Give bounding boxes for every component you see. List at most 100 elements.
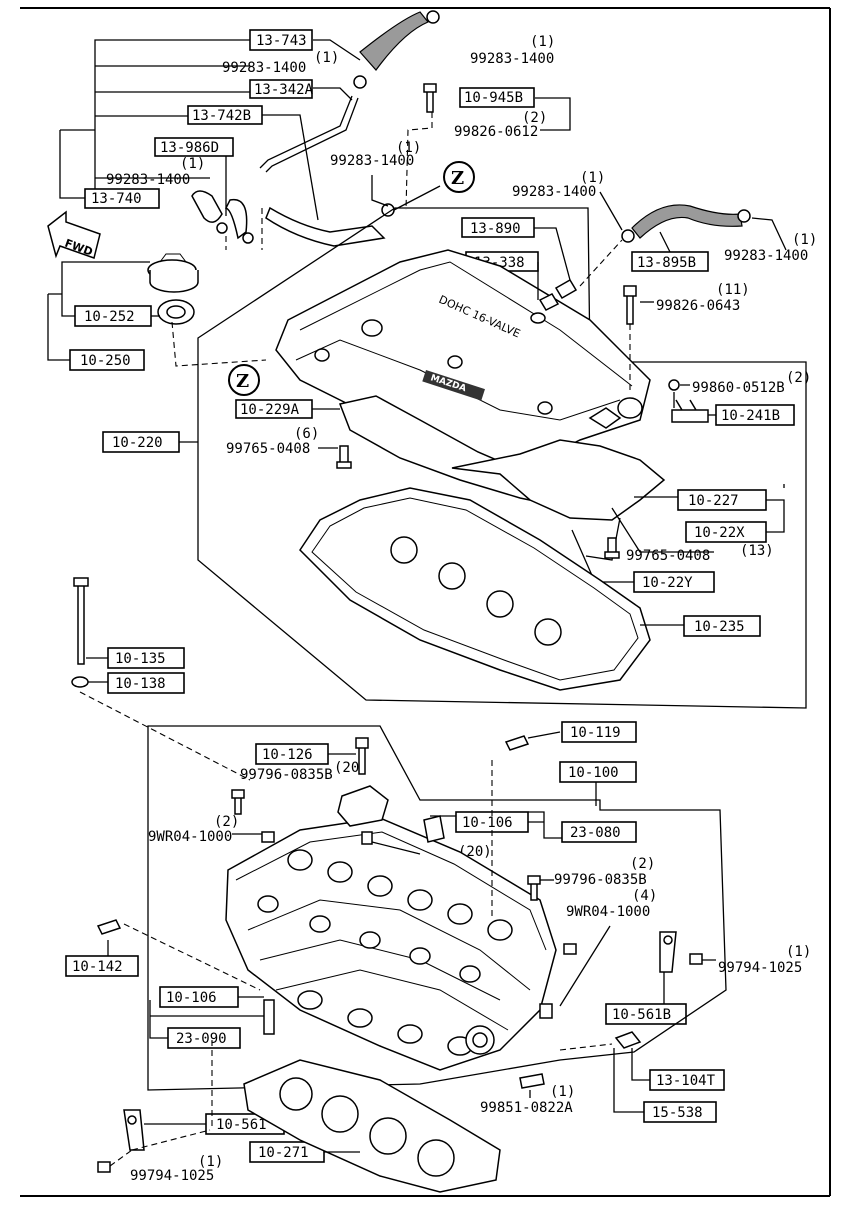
head-bolt-10-135 — [73, 577, 89, 665]
clamp-icon — [621, 229, 635, 243]
quantity: (2) — [522, 110, 547, 126]
hose-13-742b — [265, 206, 386, 247]
label-23-080: 23-080 — [570, 825, 621, 841]
quantity: (1) — [550, 1084, 575, 1100]
sensor-13-104t — [614, 1031, 642, 1049]
label-13-986d: 13-986D — [160, 140, 219, 156]
bolt-99826-0643 — [623, 285, 637, 325]
part-number: 9WR04-1000 — [566, 904, 650, 920]
washer-10-138 — [71, 676, 89, 688]
part-number: 99826-0612 — [454, 124, 538, 140]
quantity: (11) — [716, 282, 750, 298]
label-10-100: 10-100 — [568, 765, 619, 781]
label-13-342a: 13-342A — [254, 82, 314, 98]
bolt-99794-1025 — [97, 1161, 111, 1173]
bolt-99796-0835b — [231, 789, 245, 815]
plug-hole-seal — [438, 562, 466, 590]
part-number: 99283-1400 — [724, 248, 808, 264]
gasket-10-227 — [451, 439, 666, 521]
clamp-icon — [426, 10, 440, 24]
quantity: (4) — [632, 888, 657, 904]
plug-9wr04-1000 — [261, 831, 275, 843]
z-reference-marker: Z — [228, 364, 260, 396]
part-number: 99283-1400 — [222, 60, 306, 76]
part-number: 99796-0835B — [240, 767, 333, 783]
z-reference-marker: Z — [443, 161, 475, 193]
stud-10-119 — [504, 735, 530, 751]
part-number: 99283-1400 — [512, 184, 596, 200]
label-10-142: 10-142 — [72, 959, 123, 975]
hose-13-740 — [191, 190, 223, 223]
oil-filler-cap — [47, 253, 267, 367]
part-number: 99794-1025 — [718, 960, 802, 976]
label-13-742b: 13-742B — [192, 108, 251, 124]
label-10-220: 10-220 — [112, 435, 163, 451]
plug-hole-seal — [390, 536, 418, 564]
part-number: 99826-0643 — [656, 298, 740, 314]
label-10-135: 10-135 — [115, 651, 166, 667]
part-number: 99283-1400 — [330, 153, 414, 169]
clamp-icon — [737, 209, 751, 223]
label-10-235: 10-235 — [694, 619, 745, 635]
label-10-126: 10-126 — [262, 747, 313, 763]
label-10-271: 10-271 — [258, 1145, 309, 1161]
stud-99851-0822a — [519, 1073, 545, 1089]
valve-cover-group-outline — [197, 207, 807, 709]
label-10-250: 10-250 — [80, 353, 131, 369]
hose-13-743 — [359, 11, 429, 71]
pipe-13-342a — [259, 95, 353, 169]
quantity: (1) — [792, 232, 817, 248]
quantity: (1) — [198, 1154, 223, 1170]
label-10-252: 10-252 — [84, 309, 135, 325]
part-label-boxes: 13-743 13-342A 13-742B 13-986D 13-740 10… — [65, 29, 795, 1163]
part-number: 99283-1400 — [106, 172, 190, 188]
cylinder-head — [225, 817, 557, 1071]
label-10-229a: 10-229A — [240, 402, 300, 418]
label-13-895b: 13-895B — [637, 255, 696, 271]
label-15-538: 15-538 — [652, 1105, 703, 1121]
bracket-10-241b — [671, 399, 709, 423]
quantity: (1) — [530, 34, 555, 50]
label-10-561: 10-561 — [216, 1117, 267, 1133]
filler-hole — [361, 319, 383, 337]
label-10-138: 10-138 — [115, 676, 166, 692]
label-10-22x: 10-22X — [694, 525, 745, 541]
quantity: (2) — [630, 856, 655, 872]
label-23-090: 23-090 — [176, 1031, 227, 1047]
gasket-10-235 — [299, 487, 651, 691]
quantity: (13) — [740, 543, 774, 559]
quantity: (2) — [786, 370, 811, 386]
part-number: 99794-1025 — [130, 1168, 214, 1184]
quantity: (1) — [180, 156, 205, 172]
quantity: (2) — [214, 814, 239, 830]
quantity: (1) — [786, 944, 811, 960]
valve-cover: DOHC 16-VALVE MAZDA — [275, 249, 651, 471]
label-10-945b: 10-945B — [464, 90, 523, 106]
bolt-99796-0835b — [527, 875, 541, 901]
svg-text:Z: Z — [236, 371, 249, 392]
label-10-106: 10-106 — [462, 815, 513, 831]
plug-9wr04-1000 — [563, 943, 577, 955]
bolt-10-945b — [423, 83, 437, 113]
head-gasket-10-271 — [243, 1059, 501, 1193]
clamp-icon — [353, 75, 367, 89]
label-13-890: 13-890 — [470, 221, 521, 237]
hose-group — [59, 10, 571, 250]
quantity: (1) — [396, 140, 421, 156]
plug-hole-seal — [486, 590, 514, 618]
cam-cap-10-126 — [337, 785, 389, 827]
stud-10-142 — [96, 919, 122, 935]
quantity: (1) — [314, 50, 339, 66]
dowel-99234-0908 — [361, 831, 373, 845]
svg-text:Z: Z — [451, 168, 464, 189]
grommet-13-338 — [530, 312, 546, 324]
part-number: 9WR04-1000 — [148, 829, 232, 845]
quantity: (6) — [294, 426, 319, 442]
part-number: 99765-0408 — [226, 441, 310, 457]
label-13-743: 13-743 — [256, 33, 307, 49]
bolt-10-126 — [355, 737, 369, 775]
quantity: (1) — [580, 170, 605, 186]
label-10-106: 10-106 — [166, 990, 217, 1006]
bolt-99765-0408 — [604, 537, 620, 559]
